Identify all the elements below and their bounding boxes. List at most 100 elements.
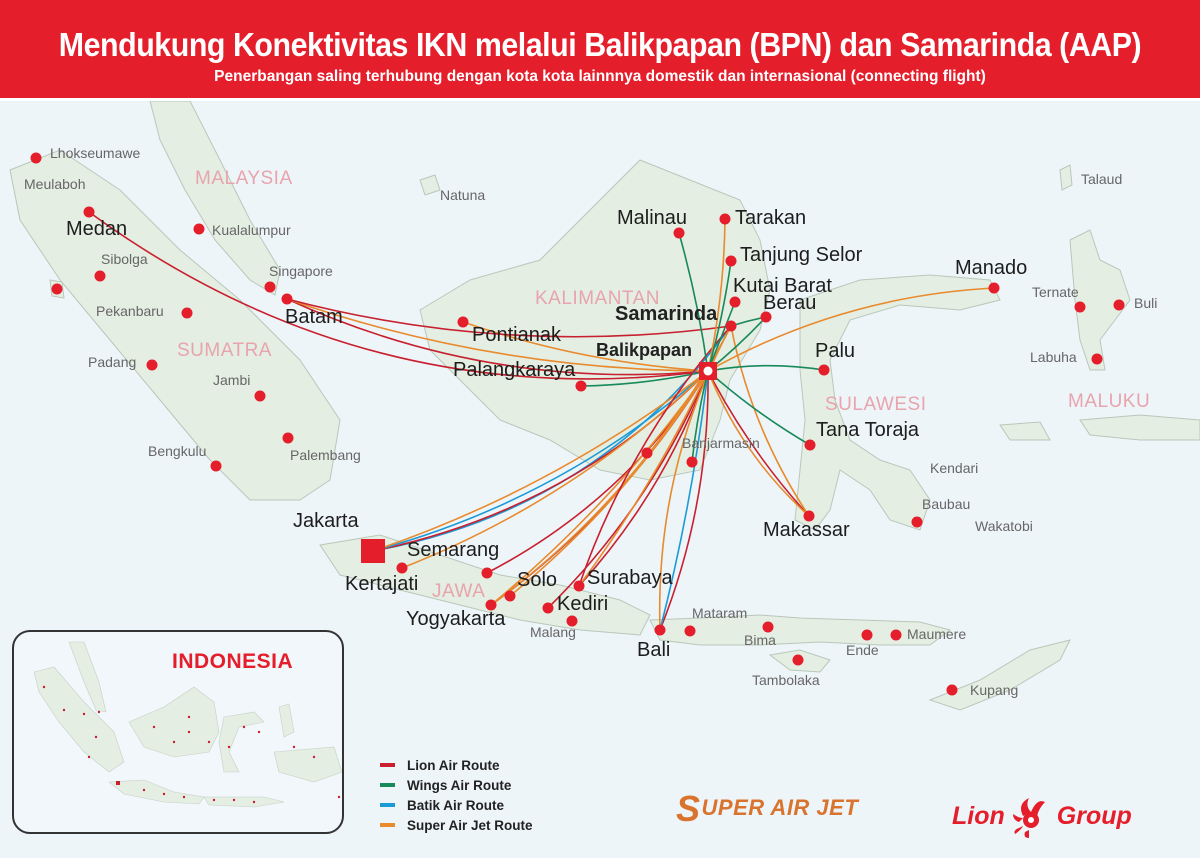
city-label: Singapore: [269, 263, 333, 279]
city-label: Surabaya: [587, 567, 673, 589]
city-dot: [818, 364, 830, 376]
route-wings-air: [707, 260, 732, 372]
route-legend: Lion Air Route Wings Air Route Batik Air…: [380, 755, 533, 835]
city-label: Tana Toraja: [816, 419, 920, 441]
city-dot: [181, 307, 193, 319]
city-label: Tanjung Selor: [740, 244, 863, 266]
city-label: Batam: [285, 306, 343, 328]
city-dot: [457, 316, 469, 328]
city-label: Malang: [530, 624, 576, 640]
legend-item-lion-air: Lion Air Route: [380, 755, 533, 775]
header-banner: Mendukung Konektivitas IKN melalui Balik…: [0, 0, 1200, 98]
super-air-jet-logo-initial: S: [676, 788, 701, 829]
city-label: Palu: [815, 340, 856, 362]
route-wings-air: [580, 370, 709, 387]
legend-label: Wings Air Route: [407, 777, 512, 793]
city-label: Pontianak: [472, 324, 561, 346]
header-divider: [0, 98, 1200, 101]
hub-marker-balikpapan: [699, 362, 717, 380]
land-java: [319, 534, 651, 636]
region-label: JAWA: [432, 581, 486, 602]
land-malaya: [149, 101, 281, 296]
route-super-air-jet: [372, 370, 709, 552]
city-dots: [30, 152, 1125, 696]
route-super-air-jet: [707, 218, 726, 372]
lion-air-swatch: [380, 763, 395, 767]
city-dot: [210, 460, 222, 472]
city-label: Labuha: [1030, 349, 1077, 365]
route-wings-air: [678, 232, 709, 372]
city-dot: [575, 380, 587, 392]
page-subtitle: Penerbangan saling terhubung dengan kota…: [214, 68, 986, 85]
route-batik-air: [372, 370, 709, 552]
page-title: Mendukung Konektivitas IKN melalui Balik…: [58, 26, 1142, 63]
route-lion-air: [707, 370, 810, 517]
city-label: Mataram: [692, 605, 748, 621]
city-dot: [83, 206, 95, 218]
city-label: Ende: [846, 642, 879, 658]
city-dot: [485, 599, 497, 611]
city-dot: [762, 621, 774, 633]
city-label: Meulaboh: [24, 176, 86, 192]
city-label: Palangkaraya: [453, 359, 576, 381]
city-dot: [673, 227, 685, 239]
route-batik-air: [659, 370, 709, 631]
city-dot: [542, 602, 554, 614]
city-dot: [686, 456, 698, 468]
city-dot: [725, 255, 737, 267]
city-dot: [911, 516, 923, 528]
inset-title: INDONESIA: [172, 650, 294, 673]
city-dot: [30, 152, 42, 164]
lion-group-logo-left: Lion: [952, 801, 1005, 830]
city-label: Medan: [66, 218, 128, 240]
city-dot: [760, 311, 772, 323]
route-map: [9, 101, 1200, 711]
city-dot: [792, 654, 804, 666]
wings-air-swatch: [380, 783, 395, 787]
city-dot: [684, 625, 696, 637]
city-label: Wakatobi: [975, 518, 1033, 534]
city-label: Kualalumpur: [212, 222, 291, 238]
city-label: Jakarta: [293, 510, 359, 532]
route-lion-air: [88, 211, 709, 380]
land-halmahera: [1069, 229, 1131, 371]
legend-item-wings-air: Wings Air Route: [380, 775, 533, 795]
legend-item-super-air-jet: Super Air Jet Route: [380, 815, 533, 835]
city-label: Berau: [763, 292, 817, 314]
city-dot: [641, 447, 653, 459]
city-dot: [94, 270, 106, 282]
city-label: Kertajati: [345, 573, 419, 595]
city-label: Maumere: [907, 626, 967, 642]
land-timor: [928, 639, 1071, 711]
lion-group-logo: Lion Group: [952, 794, 1132, 838]
city-label: Malinau: [617, 207, 688, 229]
land-kalimantan: [419, 159, 771, 481]
city-dot: [193, 223, 205, 235]
city-dot: [573, 580, 585, 592]
route-super-air-jet: [286, 298, 709, 372]
city-dot: [1113, 299, 1125, 311]
city-label: Padang: [88, 354, 137, 370]
city-label: Makassar: [763, 519, 850, 541]
city-label: Semarang: [407, 539, 500, 561]
city-dot: [264, 281, 276, 293]
city-label: Bali: [637, 639, 671, 661]
city-dot: [481, 567, 493, 579]
city-label: Manado: [955, 257, 1028, 279]
city-dot: [1074, 301, 1086, 313]
route-super-air-jet: [578, 370, 709, 587]
route-wings-air: [707, 370, 811, 446]
indonesia-inset-map: INDONESIA: [12, 630, 344, 834]
city-dot: [1091, 353, 1103, 365]
route-wings-air: [707, 364, 825, 372]
land-seram: [1079, 414, 1200, 441]
route-super-air-jet: [401, 370, 709, 569]
city-label: Jambi: [213, 372, 251, 388]
inset-map-graphic: [33, 641, 342, 808]
city-dot: [654, 624, 666, 636]
city-label: Kutai Barat: [733, 275, 832, 297]
city-dot: [725, 320, 737, 332]
city-label: Sibolga: [101, 251, 148, 267]
city-label: Kendari: [930, 460, 979, 476]
route-super-air-jet: [730, 325, 810, 517]
